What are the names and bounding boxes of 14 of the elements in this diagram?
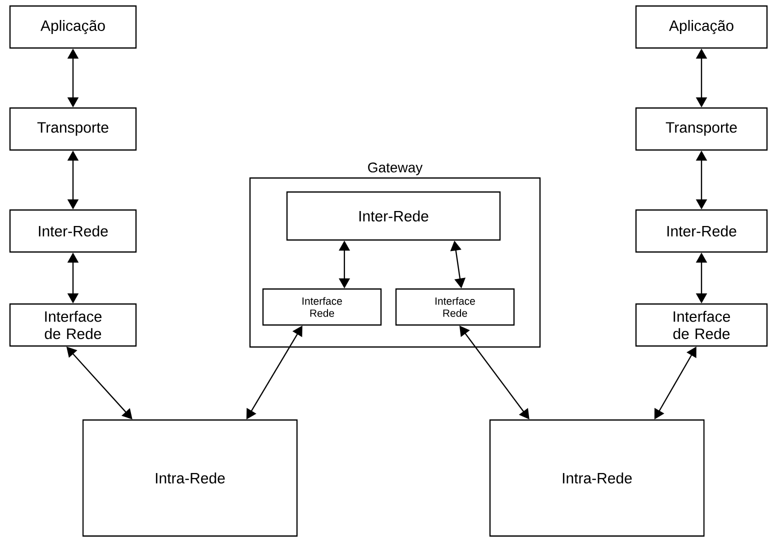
layer-box: Aplicação xyxy=(635,5,768,49)
node-label: Gateway xyxy=(368,162,423,176)
layer-box: Interface de Rede xyxy=(635,303,768,347)
layer-box: Aplicação xyxy=(9,5,137,49)
network-box: Intra-Rede xyxy=(489,419,705,537)
layer-box: Inter-Rede xyxy=(635,209,768,253)
layer-box: Inter-Rede xyxy=(9,209,137,253)
network-box: Intra-Rede xyxy=(82,419,298,537)
layer-box: Transporte xyxy=(635,107,768,151)
interface-box: Interface Rede xyxy=(395,288,515,326)
layer-box: Inter-Rede xyxy=(286,191,501,241)
interface-box: Interface Rede xyxy=(262,288,382,326)
layer-box: Transporte xyxy=(9,107,137,151)
layer-box: Interface de Rede xyxy=(9,303,137,347)
